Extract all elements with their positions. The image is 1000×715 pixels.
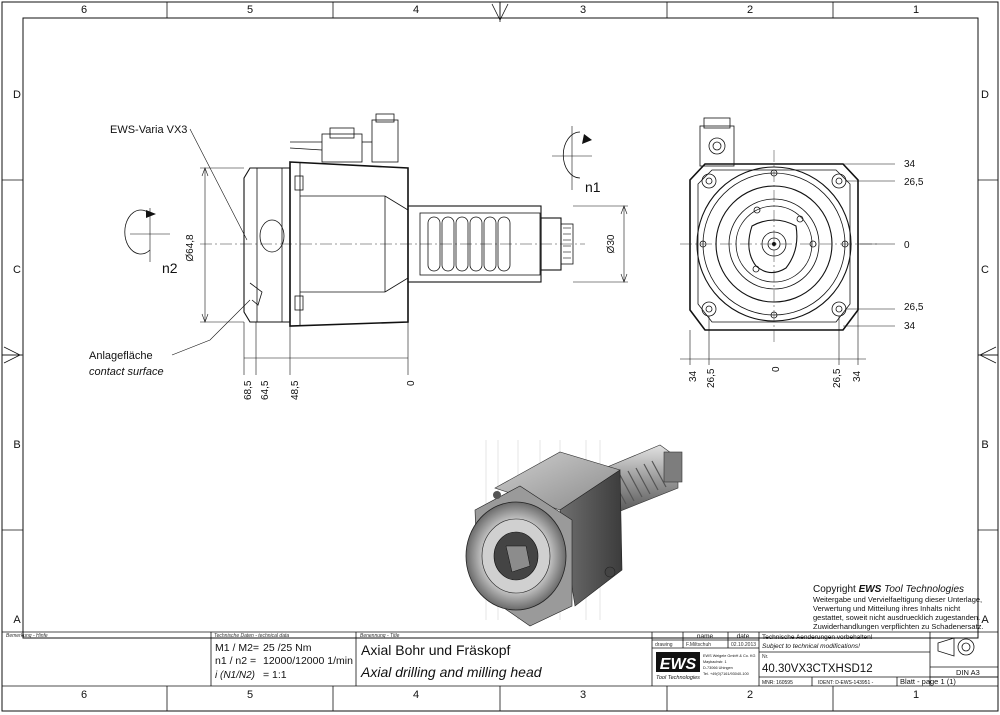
zone-row-b-right: B [981,439,988,451]
svg-text:EWS: EWS [660,656,697,673]
rotation-label-n1: n1 [585,179,601,195]
copyright-notice: Copyright EWS Tool Technologies Weiterga… [813,584,984,631]
name-header: name [697,633,714,640]
dim-offset-64-5: 64,5 [260,380,271,400]
zone-row-c: C [13,264,21,276]
zone-row-d-right: D [981,89,989,101]
paper-format: DIN A3 [956,668,980,677]
title-label: Benennung - Title [360,633,400,639]
zone-row-a-right: A [981,614,989,626]
company-address-2: Maybachstr. 1 [703,660,727,664]
projection-symbol-icon [937,637,975,657]
company-address-3: D-73066 Uhingen [703,666,733,670]
side-view: Ø64,8 Ø30 68,5 64,5 48,5 0 EWS-Varia VX3… [89,113,628,400]
date-header: date [737,633,750,640]
svg-text:Copyright EWS Tool Technologie: Copyright EWS Tool Technologies [813,584,964,595]
copyright-line-2: Verwertung und Mitteilung ihres Inhalts … [813,604,961,613]
dim-front-h-26-5-left: 26,5 [706,368,717,388]
ident-number: IDENT: D-EWS-143951 - [818,680,874,686]
ews-logo: EWS [656,652,700,673]
torque-label: M1 / M2= [215,642,259,654]
zone-col-2-bottom: 2 [747,689,753,701]
dim-front-v-34-top: 34 [904,159,916,170]
zone-row-c-right: C [981,264,989,276]
zone-col-1: 1 [913,4,919,16]
zone-row-d: D [13,89,21,101]
change-notice-en: Subject to technical modifications! [762,643,860,650]
dim-front-h-zero: 0 [771,366,782,372]
contact-surface-label-en: contact surface [89,366,164,378]
copyright-prefix: Copyright [813,584,859,595]
zone-col-4-bottom: 4 [413,689,419,701]
rotation-arrow-n2-icon [124,208,170,262]
dim-front-h-34-right: 34 [852,370,863,382]
drawing-number: 40.30VX3CTXHSD12 [762,663,873,675]
company-address-4: Tel. +49(0)7161/93040-100 [703,672,749,676]
speed-value: 12000/12000 1/min [263,655,353,667]
zone-col-2: 2 [747,4,753,16]
dim-offset-zero: 0 [406,380,417,386]
zone-col-6-bottom: 6 [81,689,87,701]
number-label: Nr. [762,654,768,660]
series-callout: EWS-Varia VX3 [110,124,187,136]
rotation-label-n2: n2 [162,260,178,276]
rotation-arrow-n1-icon [552,126,592,190]
title-german: Axial Bohr und Fräskopf [361,642,511,658]
front-view: 34 26,5 0 26,5 34 34 26,5 0 26,5 34 [680,117,924,388]
tech-data-label: Technische Daten - technical data [214,633,289,639]
dim-front-v-34-bottom: 34 [904,321,916,332]
zone-col-5-bottom: 5 [247,689,253,701]
zone-col-5: 5 [247,4,253,16]
copyright-brand: EWS [859,584,882,595]
zone-col-4: 4 [413,4,419,16]
drawing-name: F.Miltschuh [686,642,711,648]
ratio-value: = 1:1 [263,669,287,681]
dim-front-h-26-5-right: 26,5 [832,368,843,388]
zone-col-3-bottom: 3 [580,689,586,701]
dim-body-diameter: Ø64,8 [185,234,196,262]
title-block: Bemerkung - Hinfe Technische Daten - tec… [2,631,998,687]
zone-col-6: 6 [81,4,87,16]
remarks-label: Bemerkung - Hinfe [6,633,48,639]
contact-surface-label-de: Anlagefläche [89,350,153,362]
zone-col-1-bottom: 1 [913,689,919,701]
company-address-1: EWS Weigele GmbH & Co. KG [703,654,756,658]
company-subtitle: Tool Technologies [656,675,700,681]
speed-label: n1 / n2 = [215,655,256,667]
mnr-number: MNR: 160595 [762,680,793,686]
drawing-label: drawing [655,642,673,648]
dim-offset-48-5: 48,5 [290,380,301,400]
dim-front-v-zero: 0 [904,240,910,251]
zone-row-b: B [13,439,20,451]
change-notice-de: Technische Aenderungen vorbehalten! [762,634,873,641]
sheet-number: Blatt - page 1 (1) [900,677,956,686]
torque-value: 25 /25 Nm [263,642,312,654]
dim-shank-diameter: Ø30 [606,234,617,253]
drawing-date: 02.10.2013 [731,642,756,648]
zone-row-a: A [13,614,21,626]
zone-col-3: 3 [580,4,586,16]
dim-front-v-26-5-top: 26,5 [904,177,924,188]
dim-front-h-34-left: 34 [688,370,699,382]
dim-offset-68-5: 68,5 [243,380,254,400]
copyright-line-1: Weitergabe und Vervielfaeltigung dieser … [813,595,982,604]
title-english: Axial drilling and milling head [360,664,543,680]
copyright-line-4: Zuwiderhandlungen verpflichten zu Schade… [813,622,984,631]
ratio-label: i (N1/N2) [215,670,255,681]
copyright-suffix: Tool Technologies [881,584,964,595]
dim-front-v-26-5-bottom: 26,5 [904,302,924,313]
copyright-line-3: gestattet, soweit nicht ausdruecklich zu… [813,613,980,622]
isometric-render [465,440,683,627]
